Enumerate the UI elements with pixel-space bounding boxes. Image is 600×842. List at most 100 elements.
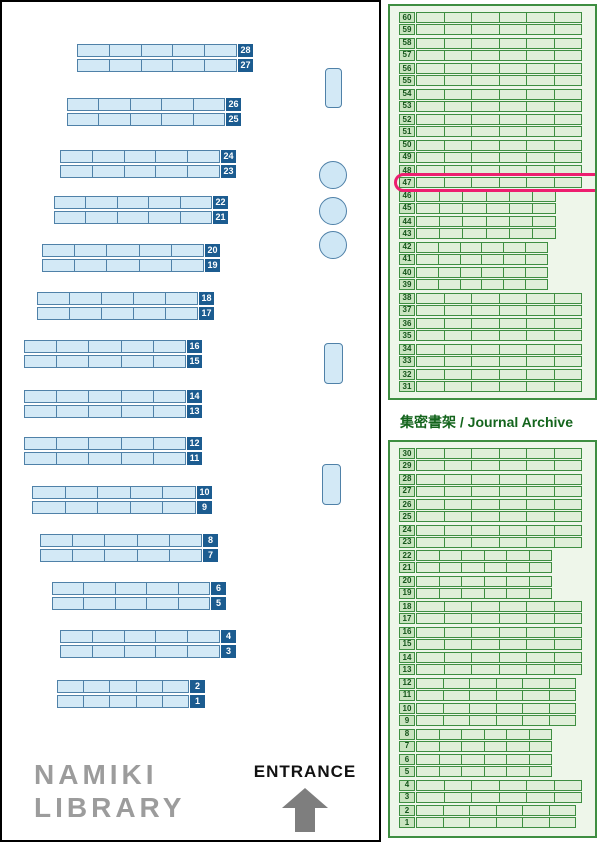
archive-shelf-number-tag: 4 <box>399 779 415 791</box>
shelf-cell <box>462 729 485 739</box>
shelf-cell <box>472 319 500 328</box>
archive-shelf-number-tag: 21 <box>399 562 415 573</box>
shelf-cell <box>527 115 555 124</box>
archive-shelf-bar <box>416 139 582 151</box>
shelf-cell <box>25 406 58 417</box>
shelf-cell <box>181 197 211 208</box>
shelf-bar <box>32 486 196 499</box>
shelf-cell <box>417 101 445 111</box>
shelf-cell <box>417 50 445 60</box>
archive-shelf-number-tag: 53 <box>399 100 415 112</box>
shelf-cell <box>461 268 483 277</box>
archive-shelf-bar <box>416 613 582 624</box>
shelf-cell <box>142 60 174 71</box>
shelf-cell <box>86 212 118 223</box>
shelf-cell <box>444 690 470 700</box>
archive-shelf-number-tag: 3 <box>399 791 415 803</box>
archive-shelf-bar <box>416 369 582 380</box>
shelf-cell <box>527 344 555 354</box>
shelf-cell <box>487 217 510 226</box>
shelf-cell <box>131 114 163 125</box>
shelf-cell <box>43 260 76 271</box>
shelf-cell <box>417 525 445 535</box>
shelf-cell <box>445 293 472 303</box>
shelf-cell <box>472 305 500 315</box>
shelf-cell <box>507 729 530 739</box>
archive-shelf-row-27: 27 <box>399 485 595 497</box>
archive-shelf-bar <box>416 638 582 650</box>
archive-shelf-number-tag: 5 <box>399 766 415 777</box>
shelf-cell <box>555 382 582 391</box>
shelf-cell <box>439 242 461 252</box>
shelf-cell <box>444 818 470 827</box>
shelf-cell <box>122 438 154 449</box>
shelf-cell <box>527 293 555 303</box>
shelf-cell <box>550 679 576 688</box>
archive-shelf-number-tag: 55 <box>399 75 415 86</box>
shelf-cell <box>205 60 236 71</box>
shelf-cell <box>526 255 547 264</box>
shelf-number-tag: 22 <box>213 196 228 209</box>
shelf-cell <box>417 152 445 162</box>
shelf-cell <box>527 512 555 521</box>
shelf-cell <box>58 696 85 707</box>
archive-shelf-row-35: 35 <box>399 330 595 341</box>
shelf-cell <box>440 191 464 201</box>
shelf-cell <box>472 461 500 470</box>
shelf-cell <box>162 99 194 110</box>
shelf-cell <box>417 461 445 470</box>
shelf-cell <box>417 741 440 751</box>
pillar <box>325 68 342 108</box>
shelf-cell <box>530 589 552 598</box>
shelf-cell <box>93 646 125 657</box>
shelf-cell <box>86 197 118 208</box>
archive-shelf-row-6: 6 <box>399 754 595 765</box>
shelf-cell <box>500 356 527 366</box>
archive-shelf-row-37: 37 <box>399 304 595 316</box>
shelf-cell <box>57 406 90 417</box>
shelf-cell <box>55 197 87 208</box>
shelf-cell <box>61 151 93 162</box>
shelf-cell <box>163 681 188 692</box>
shelf-number-tag: 4 <box>221 630 236 643</box>
archive-shelf-row-21: 21 <box>399 562 595 573</box>
shelf-cell <box>461 254 483 264</box>
shelf-cell <box>439 268 461 277</box>
archive-shelf-number-tag: 40 <box>399 267 415 278</box>
archive-shelf-number-tag: 29 <box>399 460 415 471</box>
shelf-cell <box>417 140 445 150</box>
archive-shelf-row-4: 4 <box>399 779 595 791</box>
archive-shelf-row-51: 51 <box>399 126 595 137</box>
shelf-cell <box>472 449 500 458</box>
shelf-number-tag: 16 <box>187 340 202 353</box>
archive-shelf-number-tag: 9 <box>399 715 415 726</box>
shelf-cell <box>527 665 555 674</box>
shelf-cell <box>472 525 500 535</box>
shelf-cell <box>472 370 500 379</box>
archive-shelf-row-33: 33 <box>399 355 595 367</box>
archive-shelf-bar <box>416 126 582 137</box>
archive-shelf-number-tag: 10 <box>399 703 415 714</box>
shelf-cell <box>500 500 527 509</box>
shelf-cell <box>417 678 444 688</box>
shelf-cell <box>527 792 555 802</box>
shelf-number-tag: 11 <box>187 452 202 465</box>
archive-shelf-number-tag: 42 <box>399 241 415 253</box>
shelf-cell <box>417 356 445 366</box>
shelf-cell <box>510 217 533 226</box>
shelf-cell <box>138 535 170 546</box>
shelf-cell <box>555 500 582 509</box>
shelf-cell <box>417 627 445 637</box>
shelf-cell <box>462 563 485 572</box>
shelf-cell <box>527 50 555 60</box>
shelf-cell <box>417 64 445 73</box>
